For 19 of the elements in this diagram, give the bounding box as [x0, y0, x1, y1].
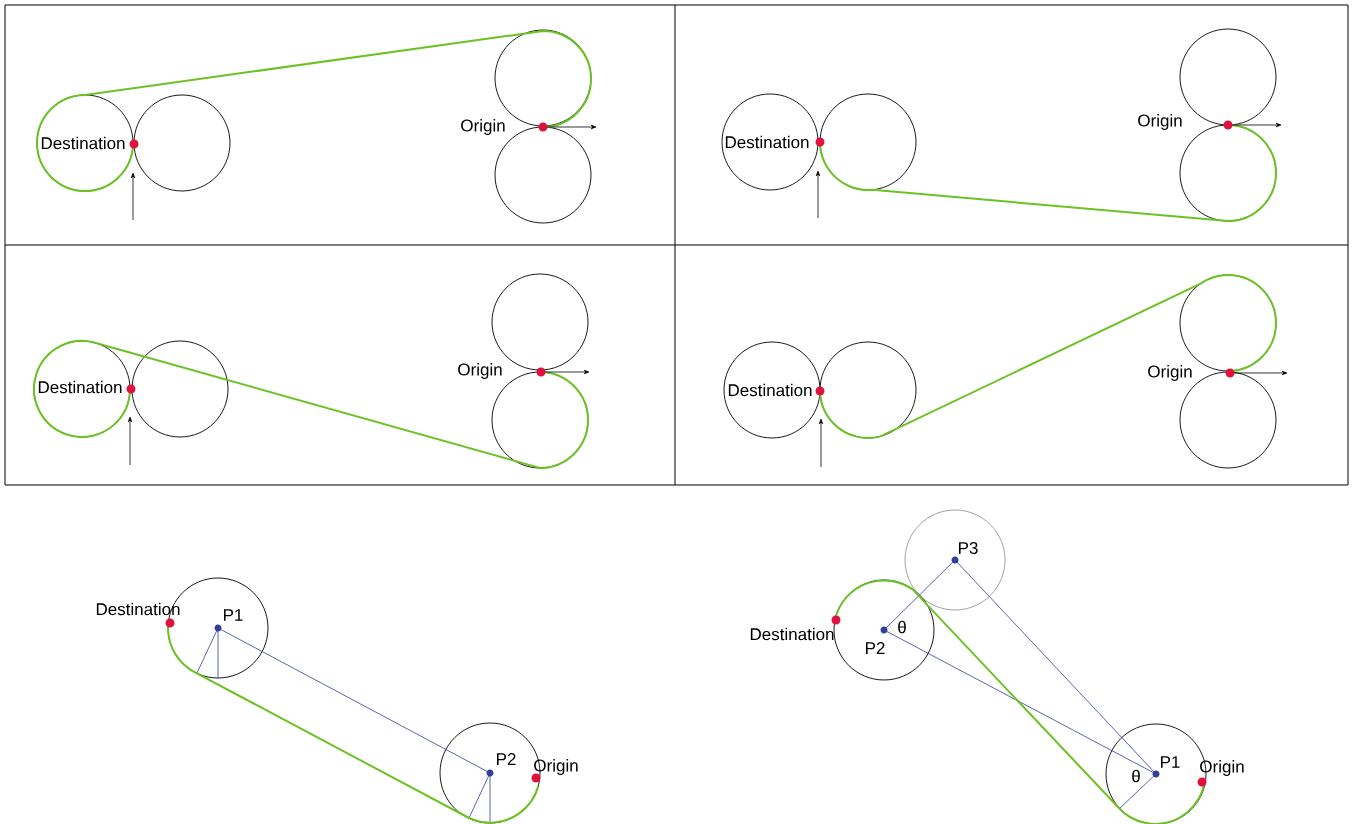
- point-label: P1: [1161, 756, 1180, 768]
- point-label: Destination: [41, 136, 125, 150]
- point-label: P3: [959, 542, 978, 554]
- point-label: Destination: [750, 627, 834, 641]
- point-label: Origin: [458, 363, 502, 379]
- point-label: Origin: [1200, 760, 1244, 776]
- point-label: Destination: [728, 383, 812, 397]
- point-label: Destination: [96, 602, 180, 616]
- point-label: Destination: [38, 380, 122, 394]
- point-label: Origin: [534, 759, 578, 775]
- point-label: Origin: [1148, 365, 1192, 381]
- angle-label: θ: [1132, 769, 1140, 783]
- point-label: Origin: [1138, 114, 1182, 130]
- point-label: Destination: [725, 135, 809, 149]
- point-label: P1: [224, 609, 243, 621]
- angle-label: θ: [898, 620, 906, 634]
- point-label: Origin: [461, 119, 505, 135]
- point-label: P2: [497, 753, 516, 765]
- point-label: P2: [866, 642, 885, 654]
